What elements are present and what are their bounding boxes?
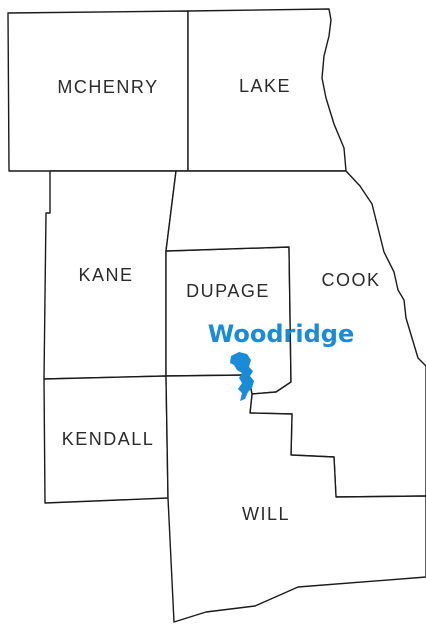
label-kane: KANE xyxy=(78,265,133,285)
label-kendall: KENDALL xyxy=(62,429,155,449)
county-cook[interactable] xyxy=(165,170,426,498)
label-will: WILL xyxy=(242,504,290,524)
woodridge-area xyxy=(230,352,254,401)
label-mchenry: MCHENRY xyxy=(57,77,158,97)
label-dupage: DUPAGE xyxy=(186,281,270,301)
label-cook: COOK xyxy=(321,270,380,290)
county-will[interactable] xyxy=(165,374,426,623)
label-lake: LAKE xyxy=(239,76,291,96)
city-label-woodridge: Woodridge xyxy=(208,320,354,348)
